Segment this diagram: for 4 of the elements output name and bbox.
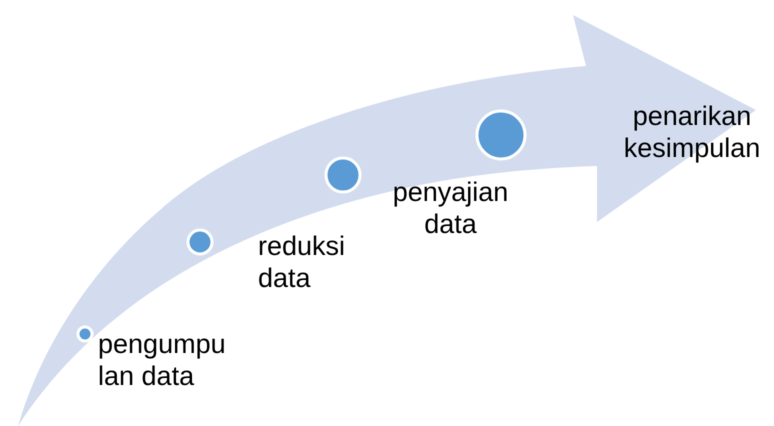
step-label: reduksi data bbox=[258, 230, 368, 294]
step-label: penyajian data bbox=[378, 176, 523, 240]
step-label: pengumpu lan data bbox=[98, 328, 258, 392]
step-label: penarikan kesimpulan bbox=[612, 100, 772, 164]
